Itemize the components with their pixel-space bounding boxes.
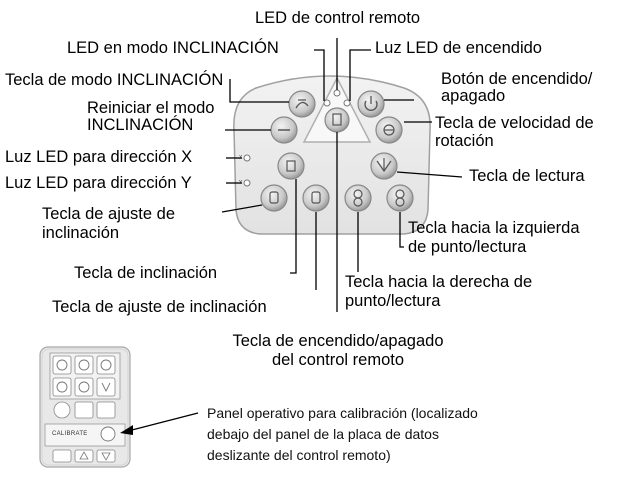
y-direction-led (243, 179, 251, 187)
tilt-mode-led (323, 99, 331, 107)
label-tilt-adjust-bottom: Tecla de ajuste de inclinación (52, 298, 267, 316)
remote-led (333, 89, 341, 97)
scan-button[interactable] (370, 152, 398, 180)
label-power-led: Luz LED de encendido (375, 39, 542, 57)
label-remote-led: LED de control remoto (255, 9, 421, 27)
keypad-y-marker: Y (239, 180, 243, 186)
label-left-point-scan: Tecla hacia la izquierda de punto/lectur… (408, 219, 580, 256)
label-y-direction-led: Luz LED para dirección Y (5, 174, 192, 192)
tilt-button[interactable] (277, 152, 305, 180)
label-reset-tilt: Reiniciar el modo INCLINACIÓN (87, 99, 215, 134)
power-button[interactable] (357, 90, 385, 118)
calibration-arrow (120, 412, 199, 435)
tilt-adjust-left-button[interactable] (260, 184, 288, 212)
power-led (343, 99, 351, 107)
label-tilt-adjust-left: Tecla de ajuste de inclinación (42, 205, 176, 242)
keypad-x-marker: X (239, 155, 243, 161)
calibration-note: Panel operativo para calibración (locali… (207, 405, 478, 463)
left-point-scan-button[interactable] (386, 184, 414, 212)
calibrate-label: CALIBRATE (52, 431, 88, 437)
label-remote-power: Tecla de encendido/apagado del control r… (232, 332, 444, 369)
label-right-point-scan: Tecla hacia la derecha de punto/lectura (345, 273, 533, 310)
leader-lines (221, 38, 463, 312)
label-scan-key: Tecla de lectura (469, 167, 585, 185)
label-rotation-speed: Tecla de velocidad de rotación (435, 114, 594, 150)
label-tilt-mode-key: Tecla de modo INCLINACIÓN (5, 71, 224, 89)
x-direction-led (243, 154, 251, 162)
remote-power-button[interactable] (324, 107, 350, 133)
right-point-scan-button[interactable] (344, 184, 372, 212)
label-power-button: Botón de encendido/ apagado (441, 70, 593, 105)
reset-tilt-button[interactable] (270, 116, 298, 144)
rotation-speed-button[interactable] (375, 116, 403, 144)
label-tilt-mode-led: LED en modo INCLINACIÓN (67, 39, 279, 57)
calibration-keypad (39, 346, 131, 468)
label-tilt-key: Tecla de inclinación (74, 264, 218, 282)
tilt-mode-button[interactable] (288, 90, 316, 118)
tilt-adjust-right-button[interactable] (302, 184, 330, 212)
label-x-direction-led: Luz LED para dirección X (5, 148, 193, 166)
